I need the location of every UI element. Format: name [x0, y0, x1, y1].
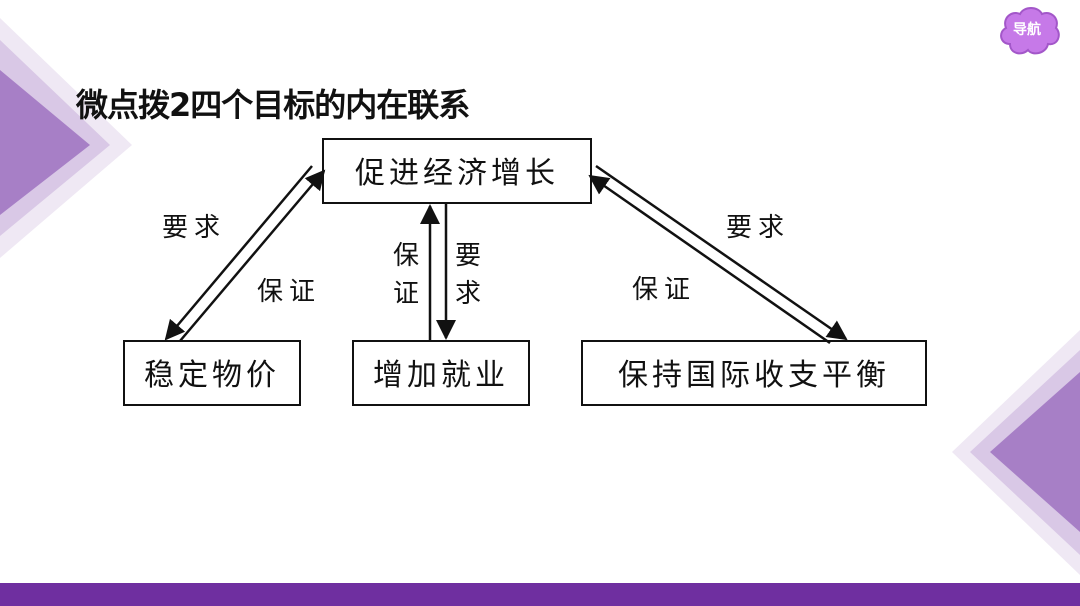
nav-button[interactable]: 导航: [998, 4, 1080, 60]
node-label-balance: 保持国际收支平衡: [618, 358, 890, 393]
edge-label-left-guarantee: 保证: [257, 277, 321, 307]
arrow-prices-to-growth: [179, 169, 326, 342]
edge-label-center-require-1: 要: [455, 241, 487, 271]
node-label-growth: 促进经济增长: [355, 156, 559, 191]
node-stable-prices: 稳定物价: [123, 340, 301, 406]
arrow-balance-to-growth: [588, 174, 831, 345]
edge-label-right-require: 要求: [726, 213, 790, 243]
edge-label-right-guarantee: 保证: [632, 275, 696, 305]
edge-label-center-guarantee-2: 证: [393, 279, 425, 309]
arrow-growth-to-balance: [595, 164, 848, 341]
edge-label-left-require: 要求: [162, 213, 226, 243]
cloud-icon: [1000, 7, 1060, 55]
edge-label-center-guarantee-1: 保: [393, 241, 425, 271]
node-increase-employment: 增加就业: [352, 340, 530, 406]
node-label-employment: 增加就业: [373, 358, 509, 393]
node-balance-payments: 保持国际收支平衡: [581, 340, 927, 406]
edge-label-center-require-2: 求: [455, 279, 487, 309]
node-promote-growth: 促进经济增长: [322, 138, 592, 204]
node-label-prices: 稳定物价: [144, 358, 280, 393]
bottom-accent-bar: [0, 583, 1080, 606]
nav-label: 导航: [1013, 22, 1041, 38]
arrow-growth-to-prices: [164, 165, 313, 341]
page-title: 微点拨2四个目标的内在联系: [76, 86, 470, 124]
